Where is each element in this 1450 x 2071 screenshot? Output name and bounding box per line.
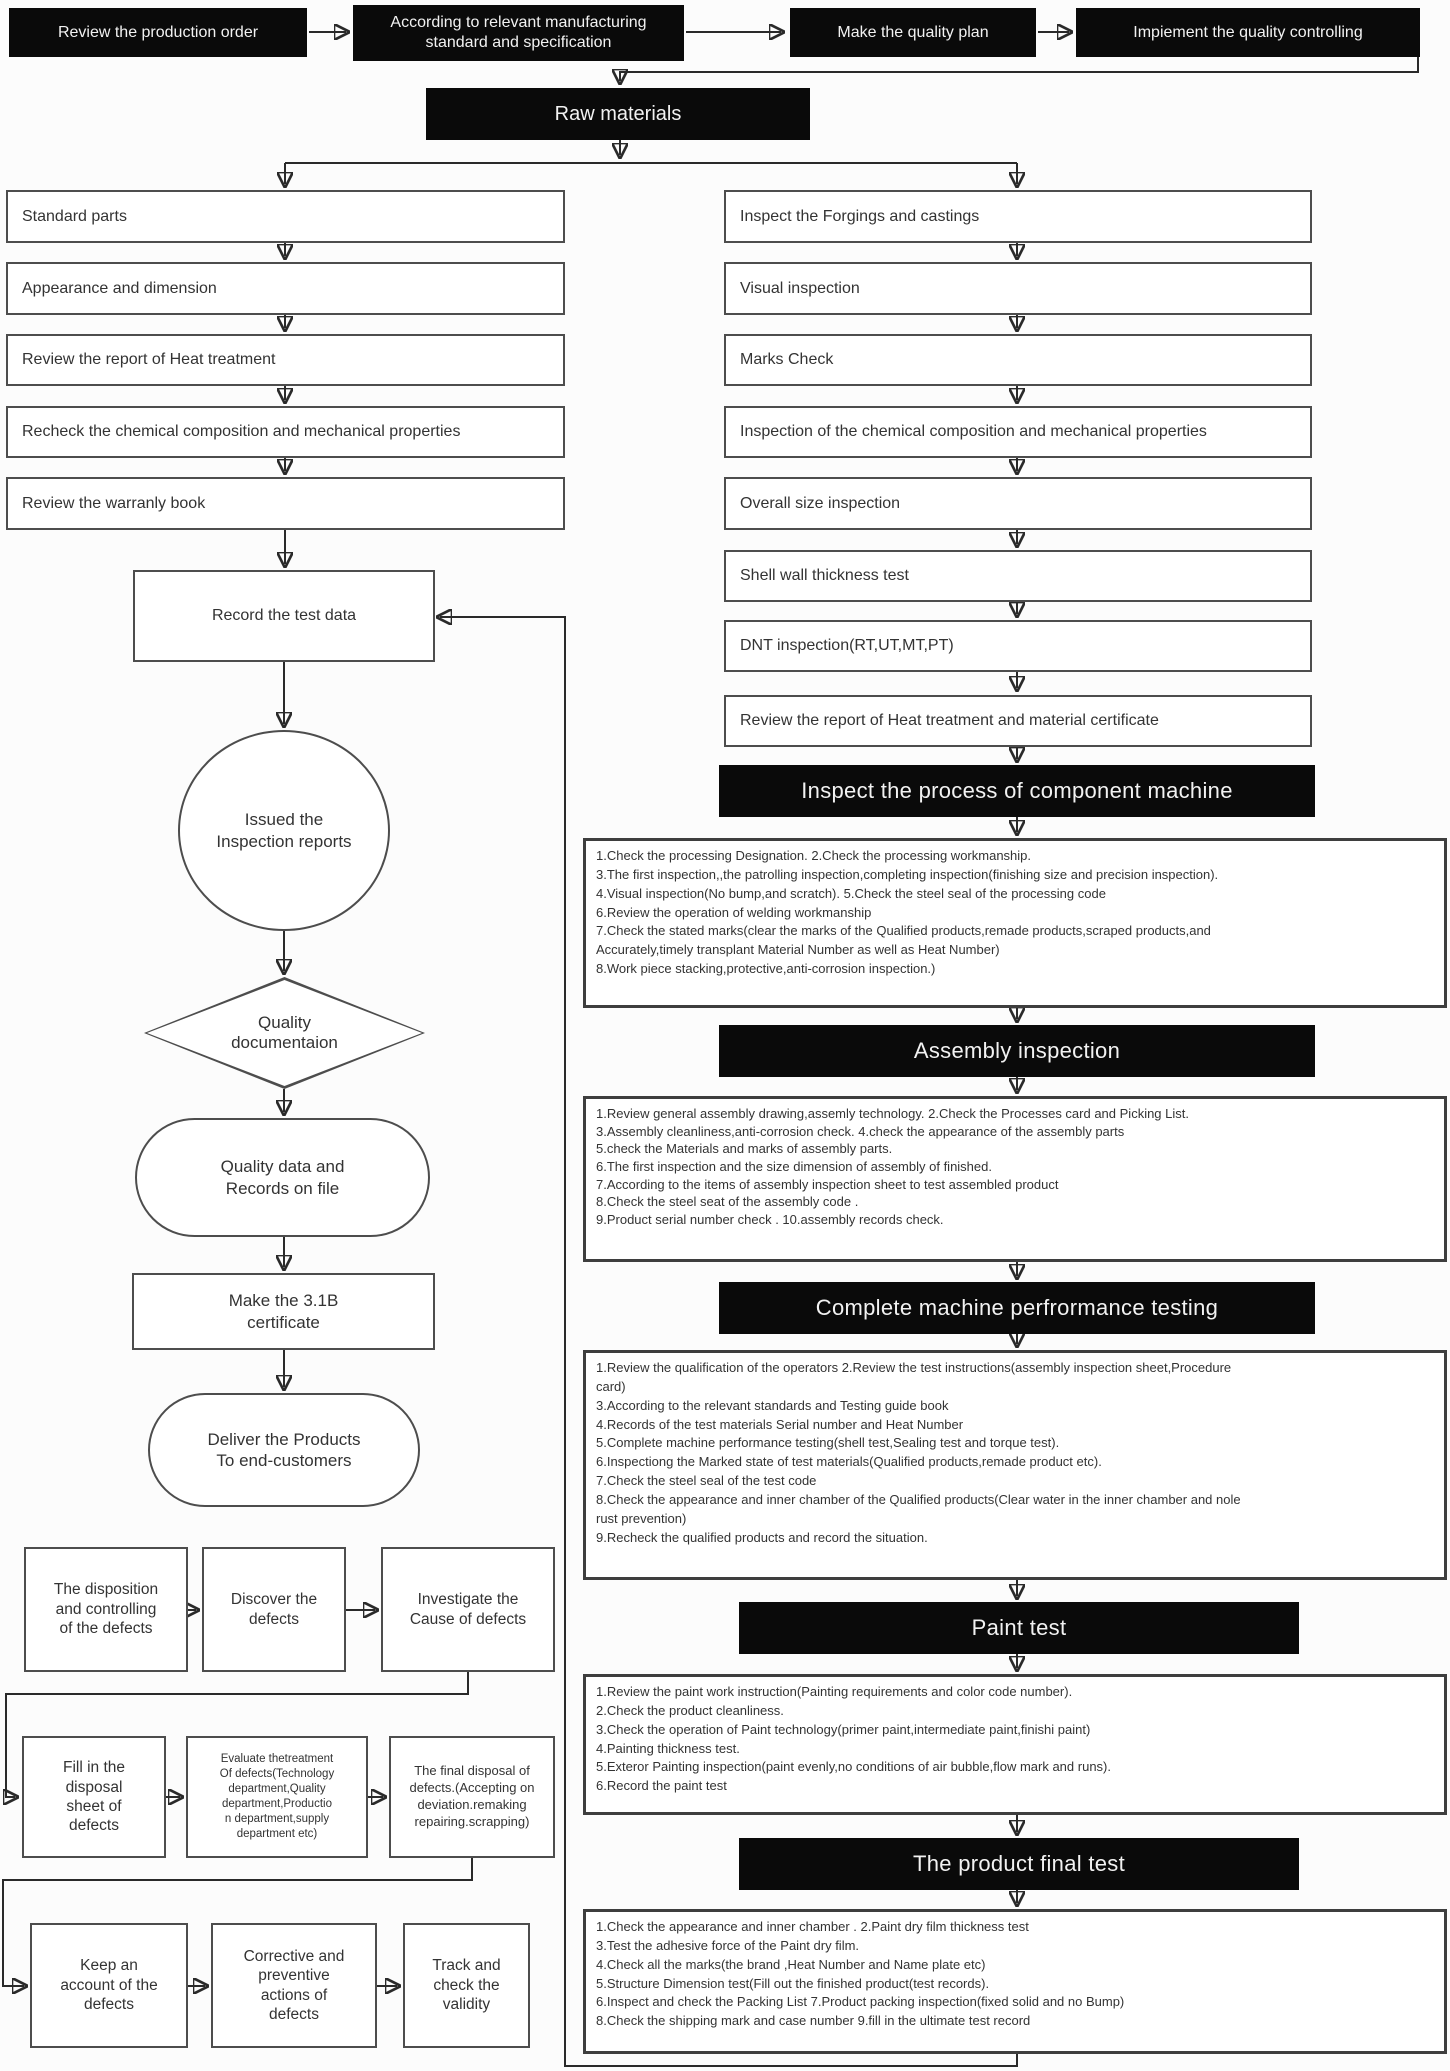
banner-paint-test: Paint test <box>739 1602 1299 1654</box>
node-fill-disposal-sheet: Fill in the disposal sheet of defects <box>22 1736 166 1858</box>
node-overall-size-inspection: Overall size inspection <box>724 477 1312 530</box>
node-disposition-controlling-defects: The disposition and controlling of the d… <box>24 1547 188 1672</box>
node-issued-inspection-reports: Issued the Inspection reports <box>178 730 390 931</box>
node-marks-check: Marks Check <box>724 334 1312 386</box>
node-dnt-inspection: DNT inspection(RT,UT,MT,PT) <box>724 620 1312 672</box>
decision-quality-documentation: Quality documentaion <box>144 977 425 1089</box>
banner-product-final-test: The product final test <box>739 1838 1299 1890</box>
node-visual-inspection: Visual inspection <box>724 262 1312 315</box>
node-review-production-order: Review the production order <box>9 8 307 57</box>
node-evaluate-treatment-defects: Evaluate thetreatment Of defects(Technol… <box>186 1736 368 1858</box>
node-discover-defects: Discover the defects <box>202 1547 346 1672</box>
node-inspection-chemical-composition: Inspection of the chemical composition a… <box>724 406 1312 458</box>
node-final-disposal-defects: The final disposal of defects.(Accepting… <box>389 1736 555 1858</box>
banner-machine-performance-testing: Complete machine perfrormance testing <box>719 1282 1315 1334</box>
node-appearance-dimension: Appearance and dimension <box>6 262 565 315</box>
node-quality-data-records: Quality data and Records on file <box>135 1118 430 1237</box>
detail-assembly-inspection: 1.Review general assembly drawing,asseml… <box>583 1096 1447 1262</box>
node-heat-treatment-report: Review the report of Heat treatment <box>6 334 565 386</box>
standard-parts-connectors <box>284 243 285 1387</box>
node-raw-materials: Raw materials <box>426 88 810 140</box>
node-track-check-validity: Track and check the validity <box>403 1923 530 2048</box>
node-recheck-chemical-composition: Recheck the chemical composition and mec… <box>6 406 565 458</box>
node-warranty-book: Review the warranly book <box>6 477 565 530</box>
banner-component-machine: Inspect the process of component machine <box>719 765 1315 817</box>
node-heat-treatment-certificate: Review the report of Heat treatment and … <box>724 695 1312 747</box>
node-manufacturing-standard: According to relevant manufacturing stan… <box>353 5 684 61</box>
node-corrective-preventive-actions: Corrective and preventive actions of def… <box>211 1923 377 2048</box>
node-inspect-forgings-castings: Inspect the Forgings and castings <box>724 190 1312 243</box>
node-deliver-products: Deliver the Products To end-customers <box>148 1393 420 1507</box>
detail-paint-test: 1.Review the paint work instruction(Pain… <box>583 1674 1447 1815</box>
node-standard-parts: Standard parts <box>6 190 565 243</box>
detail-machine-performance-testing: 1.Review the qualification of the operat… <box>583 1350 1447 1580</box>
node-make-quality-plan: Make the quality plan <box>790 8 1036 57</box>
feedback-loop-connector <box>440 617 1018 2067</box>
node-keep-account-defects: Keep an account of the defects <box>30 1923 188 2048</box>
node-31b-certificate: Make the 3.1B certificate <box>132 1273 435 1350</box>
detail-component-machine: 1.Check the processing Designation. 2.Ch… <box>583 838 1447 1008</box>
decision-label: Quality documentaion <box>231 1013 338 1052</box>
node-shell-wall-thickness: Shell wall thickness test <box>724 550 1312 602</box>
node-record-test-data: Record the test data <box>133 570 435 662</box>
node-implement-quality-controlling: Impiement the quality controlling <box>1076 8 1420 57</box>
defects-connectors <box>2 1610 473 1986</box>
detail-product-final-test: 1.Check the appearance and inner chamber… <box>583 1909 1447 2054</box>
banner-assembly-inspection: Assembly inspection <box>719 1025 1315 1077</box>
node-investigate-cause-defects: Investigate the Cause of defects <box>381 1547 555 1672</box>
header-connectors <box>285 32 1419 184</box>
